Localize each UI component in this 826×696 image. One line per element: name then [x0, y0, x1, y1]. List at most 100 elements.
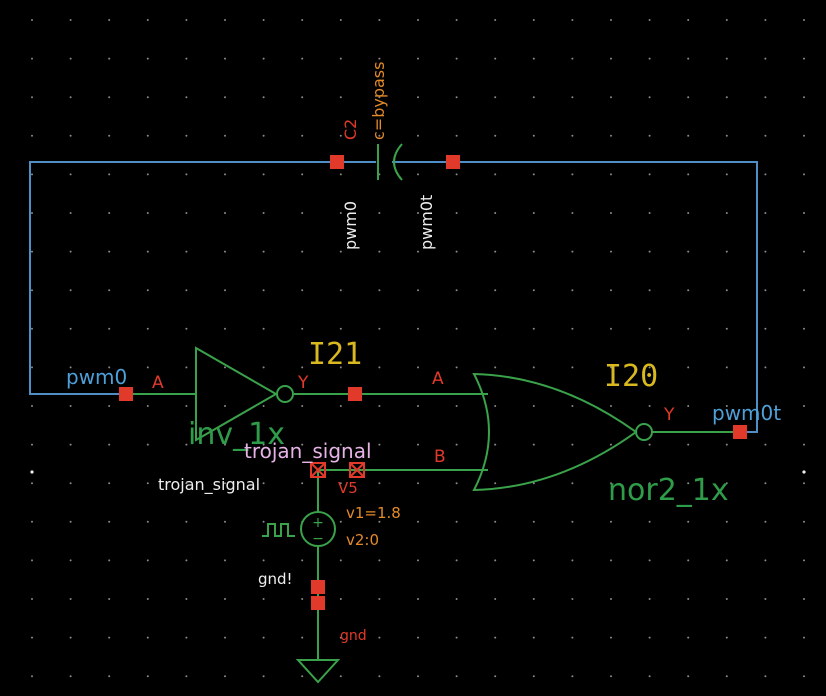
grid-dot: [610, 57, 612, 60]
grid-dot: [764, 598, 767, 600]
grid-dot: [610, 173, 612, 176]
grid-dot: [687, 443, 690, 446]
pin-inverter-output[interactable]: [348, 387, 362, 401]
grid-dot: [417, 134, 419, 137]
grid-dot: [532, 520, 535, 523]
pin-capacitor-left[interactable]: [330, 155, 344, 169]
net-label-pwm0: pwm0: [66, 365, 127, 389]
grid-dot: [417, 675, 419, 678]
grid-dot: [687, 482, 690, 485]
wire-top-loop-left[interactable]: [29, 161, 337, 395]
capacitor-symbol[interactable]: [377, 143, 403, 181]
grid-dot: [610, 443, 612, 446]
grid-dot: [185, 443, 188, 446]
grid-dot: [378, 289, 381, 292]
grid-dot: [69, 250, 72, 253]
grid-dot: [687, 636, 690, 639]
grid-dot: [803, 636, 805, 639]
pin-nor-output[interactable]: [733, 425, 747, 439]
grid-dot: [262, 173, 265, 176]
pin-ground-bottom[interactable]: [311, 596, 325, 610]
grid-dot: [262, 96, 265, 99]
grid-dot: [146, 675, 149, 678]
voltage-source-symbol[interactable]: [262, 511, 336, 547]
grid-dot: [532, 443, 535, 446]
capacitor-pin-left-label: pwm0: [341, 201, 360, 250]
grid-dot: [108, 675, 111, 678]
grid-dot: [31, 636, 33, 639]
grid-dot: [610, 289, 612, 292]
pin-trojan-left[interactable]: [310, 462, 326, 478]
marker-dot-right: [802, 470, 806, 474]
grid-dot: [725, 636, 728, 639]
grid-dot: [301, 327, 304, 330]
grid-dot: [571, 134, 574, 137]
grid-dot: [803, 482, 805, 485]
grid-dot: [725, 559, 728, 562]
grid-dot: [108, 134, 111, 137]
grid-dot: [571, 327, 574, 330]
grid-dot: [262, 598, 265, 600]
grid-dot: [146, 405, 149, 407]
pin-inverter-input[interactable]: [119, 387, 133, 401]
grid-dot: [69, 443, 72, 446]
grid-dot: [185, 19, 188, 21]
grid-dot: [301, 57, 304, 60]
grid-dot: [301, 173, 304, 176]
grid-dot: [725, 96, 728, 99]
grid-dot: [687, 675, 690, 678]
grid-dot: [224, 520, 226, 523]
grid-dot: [764, 559, 767, 562]
grid-dot: [455, 598, 458, 600]
pin-trojan-x4: [349, 462, 365, 478]
pin-ground-top[interactable]: [311, 580, 325, 594]
grid-dot: [648, 675, 651, 678]
marker-dot-left: [30, 470, 34, 474]
grid-dot: [301, 636, 304, 639]
grid-dot: [725, 327, 728, 330]
grid-dot: [764, 19, 767, 21]
grid-dot: [301, 19, 304, 21]
grid-dot: [185, 405, 188, 407]
grid-dot: [69, 19, 72, 21]
grid-dot: [494, 675, 497, 678]
grid-dot: [108, 598, 111, 600]
grid-dot: [687, 96, 690, 99]
grid-dot: [339, 96, 342, 99]
grid-dot: [31, 405, 33, 407]
grid-dot: [417, 289, 419, 292]
grid-dot: [224, 57, 226, 60]
grid-dot: [687, 134, 690, 137]
grid-dot: [725, 250, 728, 253]
grid-dot: [378, 520, 381, 523]
inverter-symbol[interactable]: [195, 346, 294, 442]
grid-dot: [185, 675, 188, 678]
grid-dot: [494, 134, 497, 137]
inverter-cell-label: inv_1x: [188, 417, 285, 452]
grid-dot: [378, 250, 381, 253]
grid-dot: [494, 559, 497, 562]
grid-dot: [146, 289, 149, 292]
grid-dot: [262, 405, 265, 407]
trojan-pin-pair[interactable]: [310, 462, 365, 478]
grid-dot: [108, 559, 111, 562]
grid-dot: [803, 212, 805, 214]
grid-dot: [687, 598, 690, 600]
grid-dot: [725, 366, 728, 369]
grid-dot: [262, 289, 265, 292]
pin-capacitor-right[interactable]: [446, 155, 460, 169]
grid-dot: [378, 443, 381, 446]
grid-dot: [803, 520, 805, 523]
grid-dot: [417, 636, 419, 639]
grid-dot: [610, 520, 612, 523]
pin-trojan-right[interactable]: [349, 462, 365, 478]
nor-gate-symbol[interactable]: [472, 372, 653, 492]
grid-dot: [648, 636, 651, 639]
wire-top-loop-right[interactable]: [453, 161, 758, 433]
grid-dot: [378, 559, 381, 562]
grid-dot: [610, 405, 612, 407]
net-label-gnd: gnd: [340, 628, 367, 644]
grid-dot: [262, 19, 265, 21]
grid-dot: [764, 405, 767, 407]
